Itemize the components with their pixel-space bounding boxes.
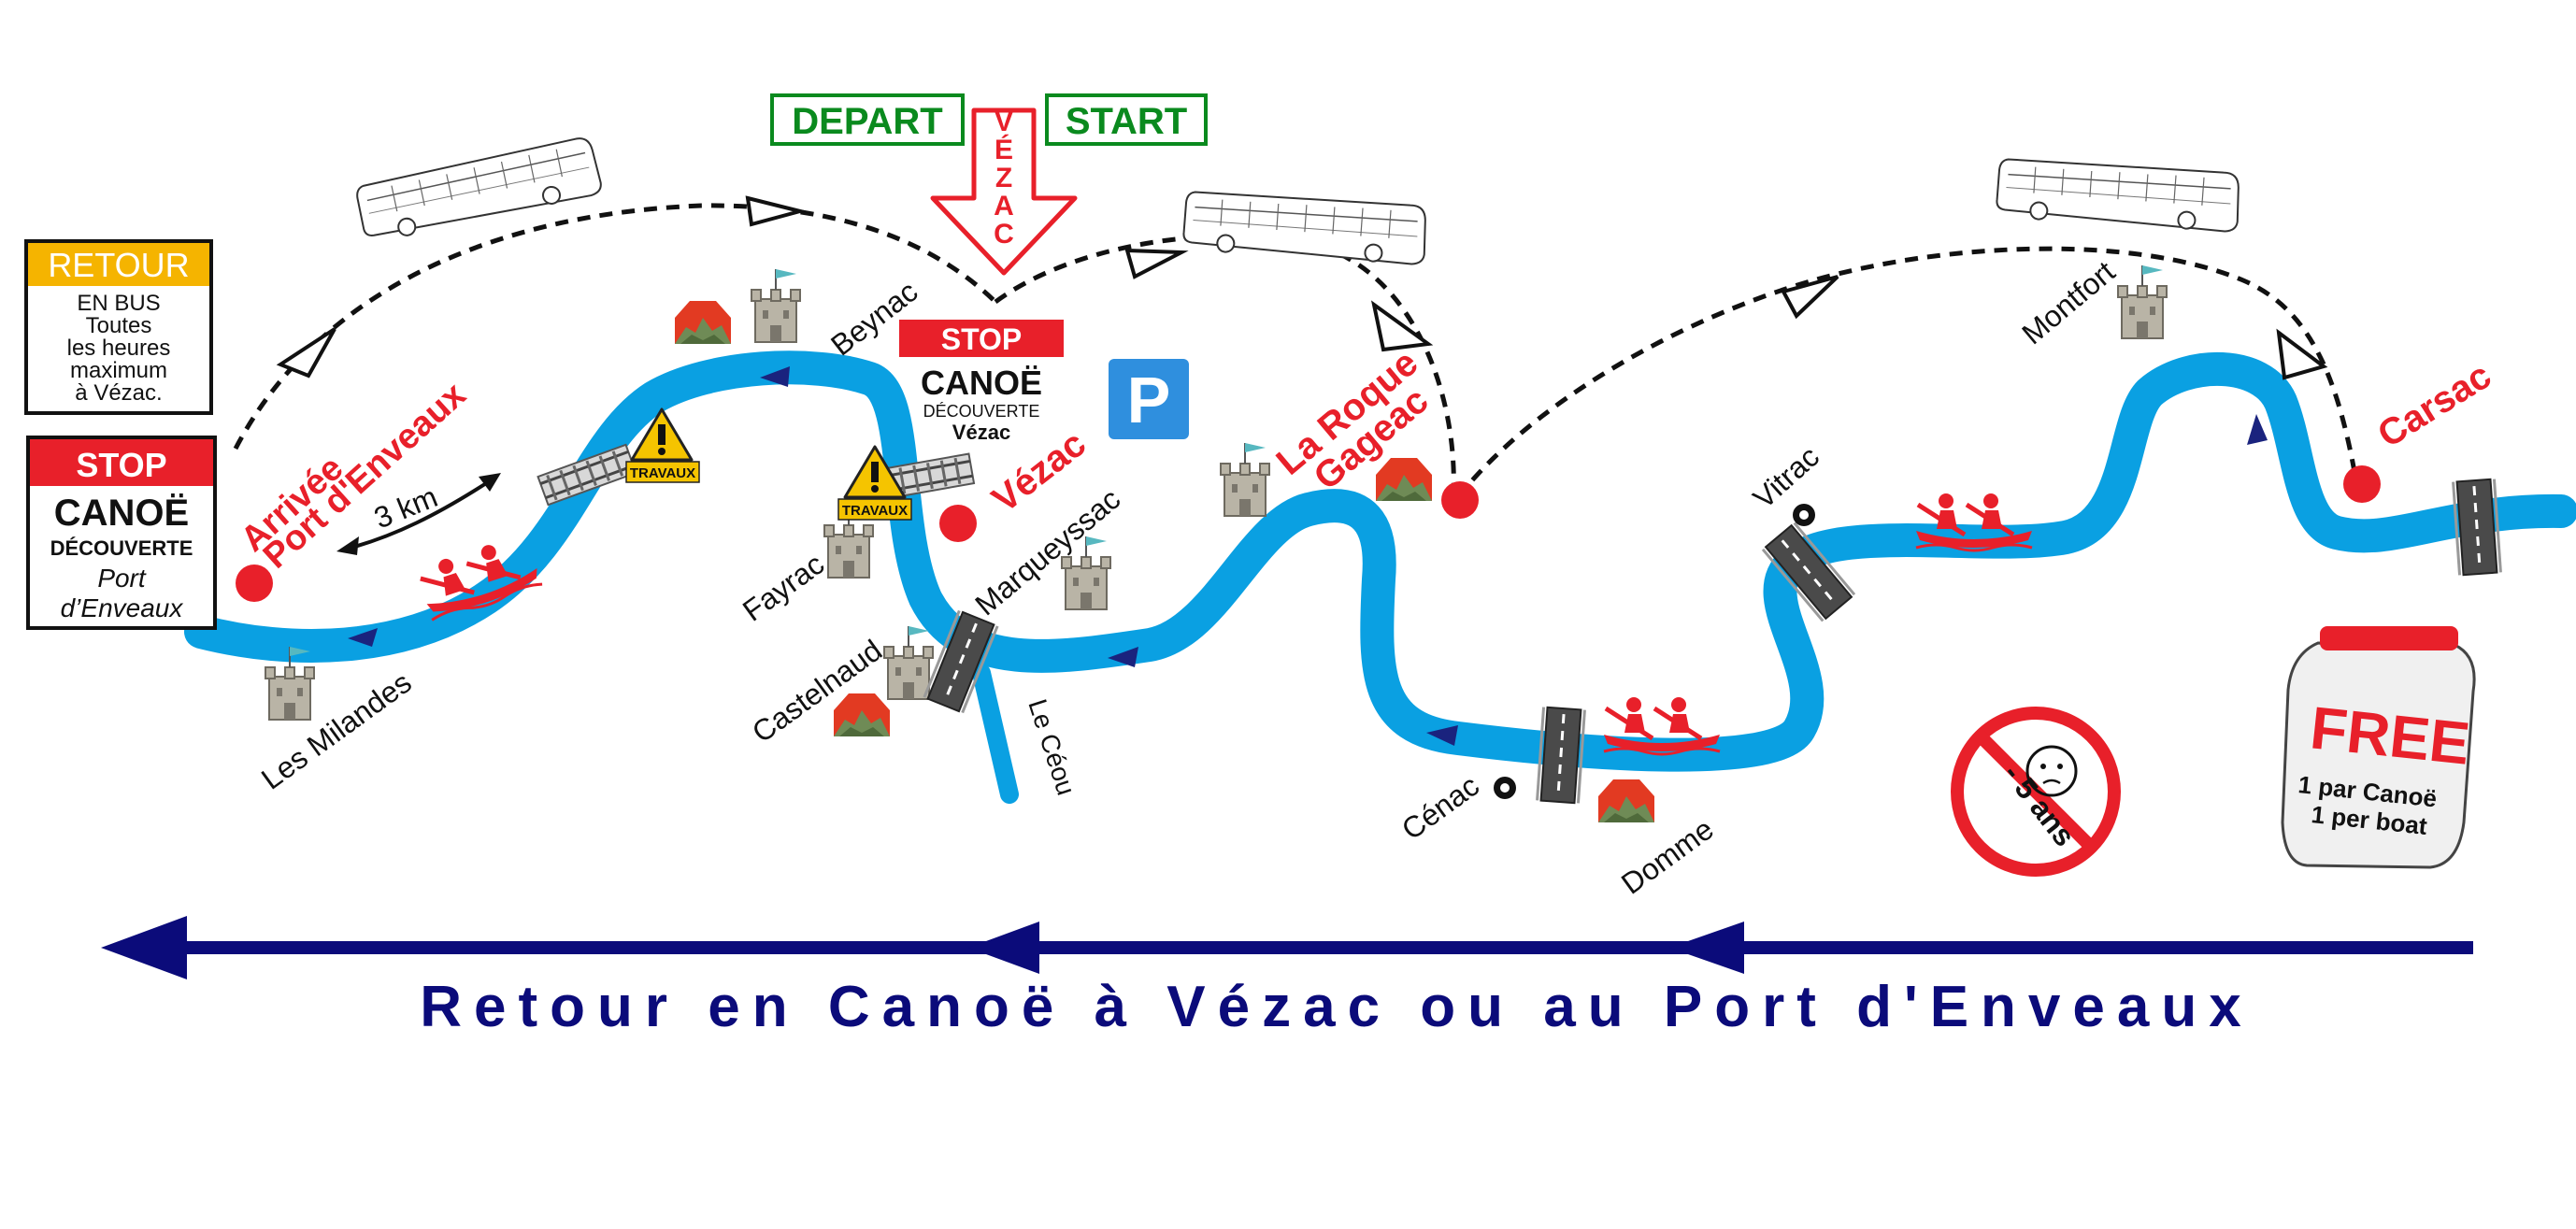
river-main-path — [184, 350, 2576, 772]
stop-dot-icon — [939, 505, 977, 542]
return-by-canoe-arrow — [101, 916, 2473, 979]
canoe-icon — [1604, 697, 1720, 754]
castle-icon — [1220, 442, 1270, 517]
retour-line: EN BUS — [77, 291, 160, 316]
travaux-label: TRAVAUX — [842, 503, 908, 519]
travaux-warning-icon: TRAVAUX — [625, 407, 700, 483]
road-bridge-icon — [2452, 478, 2502, 577]
vezac-arrow-letter: V — [995, 107, 1013, 137]
travaux-warning-icon: TRAVAUX — [837, 445, 912, 521]
flow-arrow — [760, 366, 790, 387]
decouverte-label: DÉCOUVERTE — [923, 402, 1040, 421]
bus-icon — [352, 135, 606, 243]
retour-line: les heures — [67, 336, 171, 361]
retour-title: RETOUR — [48, 246, 189, 284]
place-label-le-ceou: Le Céou — [1023, 695, 1080, 798]
vezac-down-arrow-icon — [930, 107, 1078, 276]
retour-line: maximum — [70, 358, 167, 383]
cave-icon — [834, 693, 890, 736]
route-arrowhead — [276, 327, 336, 379]
distance-double-arrow — [343, 477, 495, 551]
stop-dot-icon — [236, 564, 273, 602]
river — [184, 350, 2576, 804]
bus-route-path-3 — [1456, 246, 2358, 499]
cave-icon — [1598, 779, 1654, 822]
start-box — [1045, 93, 1208, 146]
place-label: Port — [97, 564, 147, 593]
vezac-arrow-letter: C — [994, 219, 1014, 250]
stop-sign-header — [899, 320, 1064, 357]
depart-box — [770, 93, 965, 146]
place-label: Vézac — [952, 421, 1010, 444]
travaux-label: TRAVAUX — [630, 465, 695, 481]
road-bridge-icon — [1536, 706, 1586, 805]
cave-icon — [1376, 458, 1432, 501]
route-arrowhead — [1370, 300, 1434, 352]
stop-label: STOP — [941, 322, 1023, 356]
route-arrowhead — [1124, 248, 1189, 279]
bus-icon — [1992, 140, 2245, 248]
castle-icon — [751, 268, 801, 343]
bus-icon — [1179, 173, 1432, 280]
canoe-label: CANOË — [54, 493, 189, 534]
canoe-label: CANOË — [921, 364, 1042, 402]
arrow-end-icon — [336, 536, 359, 555]
route-arrowhead — [2276, 328, 2328, 380]
castle-icon — [883, 625, 934, 700]
flow-arrow — [1108, 647, 1138, 667]
stop-sign-header — [30, 439, 213, 486]
retour-line: Toutes — [86, 313, 152, 338]
parking-icon: P — [1109, 359, 1189, 439]
free-barrel-icon: FREE 1 par Canoë 1 per boat — [2281, 626, 2476, 869]
stop-sign-port-enveaux: STOP CANOË DÉCOUVERTE Port d’Enveaux — [26, 436, 217, 630]
free-title: FREE — [2308, 693, 2473, 777]
bus-route-path-1 — [233, 203, 997, 450]
arrowhead-icon — [101, 916, 187, 979]
place-label-fayrac: Fayrac — [737, 547, 830, 628]
vezac-arrow-letter: A — [994, 191, 1014, 222]
retour-sign-header — [28, 243, 209, 286]
stop-label-carsac: Carsac — [2370, 355, 2497, 456]
stop-label: STOP — [76, 446, 166, 484]
footer-text: Retour en Canoë à Vézac ou au Port d'Env… — [420, 975, 2253, 1039]
decouverte-label: DÉCOUVERTE — [50, 536, 193, 560]
stop-dot-icon — [2343, 465, 2381, 503]
place-label-vitrac: Vitrac — [1747, 439, 1825, 515]
place-label-cenac: Cénac — [1395, 768, 1485, 846]
no-kids-under-5-icon: - 5 ans — [1951, 707, 2121, 877]
river-ceou-tributary — [972, 664, 1019, 804]
canoe-icon — [1916, 493, 2032, 550]
start-label: START — [1066, 101, 1187, 142]
stop-label-arrivee: Port d'Enveaux — [256, 375, 474, 576]
flow-arrow — [2247, 414, 2268, 445]
arrow-end-icon — [479, 473, 501, 492]
parking-label: P — [1127, 364, 1171, 436]
place-label-domme: Domme — [1615, 812, 1720, 901]
stop-sign-vezac: STOP CANOË DÉCOUVERTE Vézac — [899, 320, 1064, 444]
vezac-arrow-letter: É — [995, 134, 1013, 165]
ferry-icon — [1494, 777, 1516, 799]
bus-route — [233, 195, 2358, 499]
flow-arrow — [1426, 725, 1458, 746]
route-arrowhead — [745, 195, 808, 227]
retour-line: à Vézac. — [75, 380, 162, 406]
vezac-arrow-letter: Z — [995, 163, 1012, 193]
arrowhead-icon — [968, 922, 1039, 974]
stop-dot-icon — [1441, 481, 1479, 519]
arrowhead-icon — [1669, 922, 1744, 974]
place-label-montfort: Montfort — [2015, 254, 2121, 350]
child-face-icon — [2025, 745, 2078, 797]
depart-label: DEPART — [792, 101, 942, 142]
route-arrowhead — [1781, 275, 1839, 320]
flow-arrow — [348, 628, 378, 647]
castle-icon — [2117, 264, 2168, 339]
cave-icon — [675, 301, 731, 344]
retour-en-bus-sign: RETOUR EN BUS Toutes les heures maximum … — [24, 239, 213, 415]
ferry-icon — [1793, 504, 1815, 526]
place-label: d’Enveaux — [61, 593, 184, 622]
